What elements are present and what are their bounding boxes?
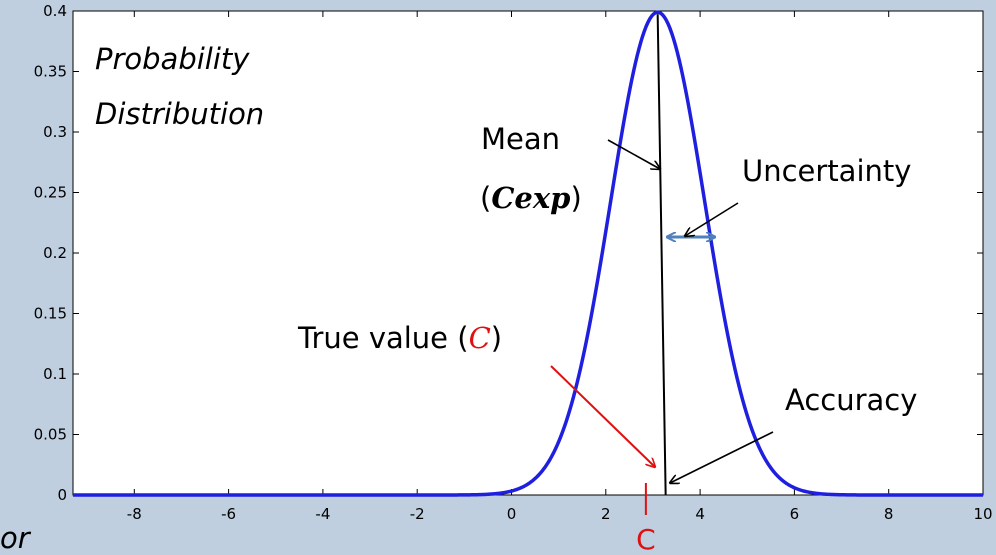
x-tick-label: -8 — [127, 505, 142, 523]
uncertainty-label: Uncertainty — [742, 154, 911, 188]
mean-label: Mean — [481, 122, 560, 156]
mean-paren-close: ) — [570, 181, 581, 215]
x-tick-label: -4 — [315, 505, 330, 523]
accuracy-label: Accuracy — [785, 383, 917, 417]
x-tick-label: -6 — [221, 505, 236, 523]
mean-paren-open: ( — [480, 181, 491, 215]
y-tick-label: 0.2 — [43, 244, 67, 262]
mean-symbol-label: (Cexp) — [480, 181, 582, 215]
true-value-prefix: True value ( — [297, 321, 469, 355]
y-tick-label: 0.35 — [34, 63, 67, 81]
y-tick-label: 0.1 — [43, 365, 67, 383]
mean-line — [656, 14, 667, 496]
mean-arrow — [607, 139, 660, 169]
gaussian-curve — [73, 10, 983, 497]
distribution-label-line2: Distribution — [95, 97, 264, 131]
true-value-marker-label: C — [636, 523, 656, 555]
true-value-suffix: ) — [491, 321, 502, 355]
uncertainty-arrow — [685, 202, 739, 236]
y-tick-label: 0 — [57, 486, 67, 504]
corner-text-fragment: or — [0, 521, 32, 555]
axis-ticks — [73, 10, 984, 496]
distribution-label-line1: Probability — [95, 42, 250, 76]
x-tick-label: 2 — [601, 505, 611, 523]
x-tick-label: 8 — [884, 505, 894, 523]
y-tick-label: 0.25 — [34, 184, 67, 202]
y-tick-label: 0.3 — [43, 123, 67, 141]
x-tick-label: 10 — [973, 505, 992, 523]
true-value-arrow — [550, 365, 655, 467]
x-tick-label: 0 — [507, 505, 517, 523]
y-tick-label: 0.15 — [34, 305, 67, 323]
accuracy-arrow — [670, 431, 774, 483]
x-tick-label: 4 — [695, 505, 705, 523]
y-tick-label: 0.4 — [43, 2, 67, 20]
mean-symbol: Cexp — [491, 181, 570, 215]
x-tick-label: -2 — [410, 505, 425, 523]
true-value-symbol: C — [469, 321, 491, 355]
axis-tick-labels: -8 -6 -4 -2 0 2 4 6 8 10 0 0.05 0.1 0.15 0.2 0.25 0.3 0.3… — [34, 2, 993, 523]
plot-area — [72, 10, 984, 496]
true-value-label: True value (C) — [297, 321, 502, 355]
y-tick-label: 0.05 — [34, 426, 67, 444]
x-tick-label: 6 — [790, 505, 800, 523]
